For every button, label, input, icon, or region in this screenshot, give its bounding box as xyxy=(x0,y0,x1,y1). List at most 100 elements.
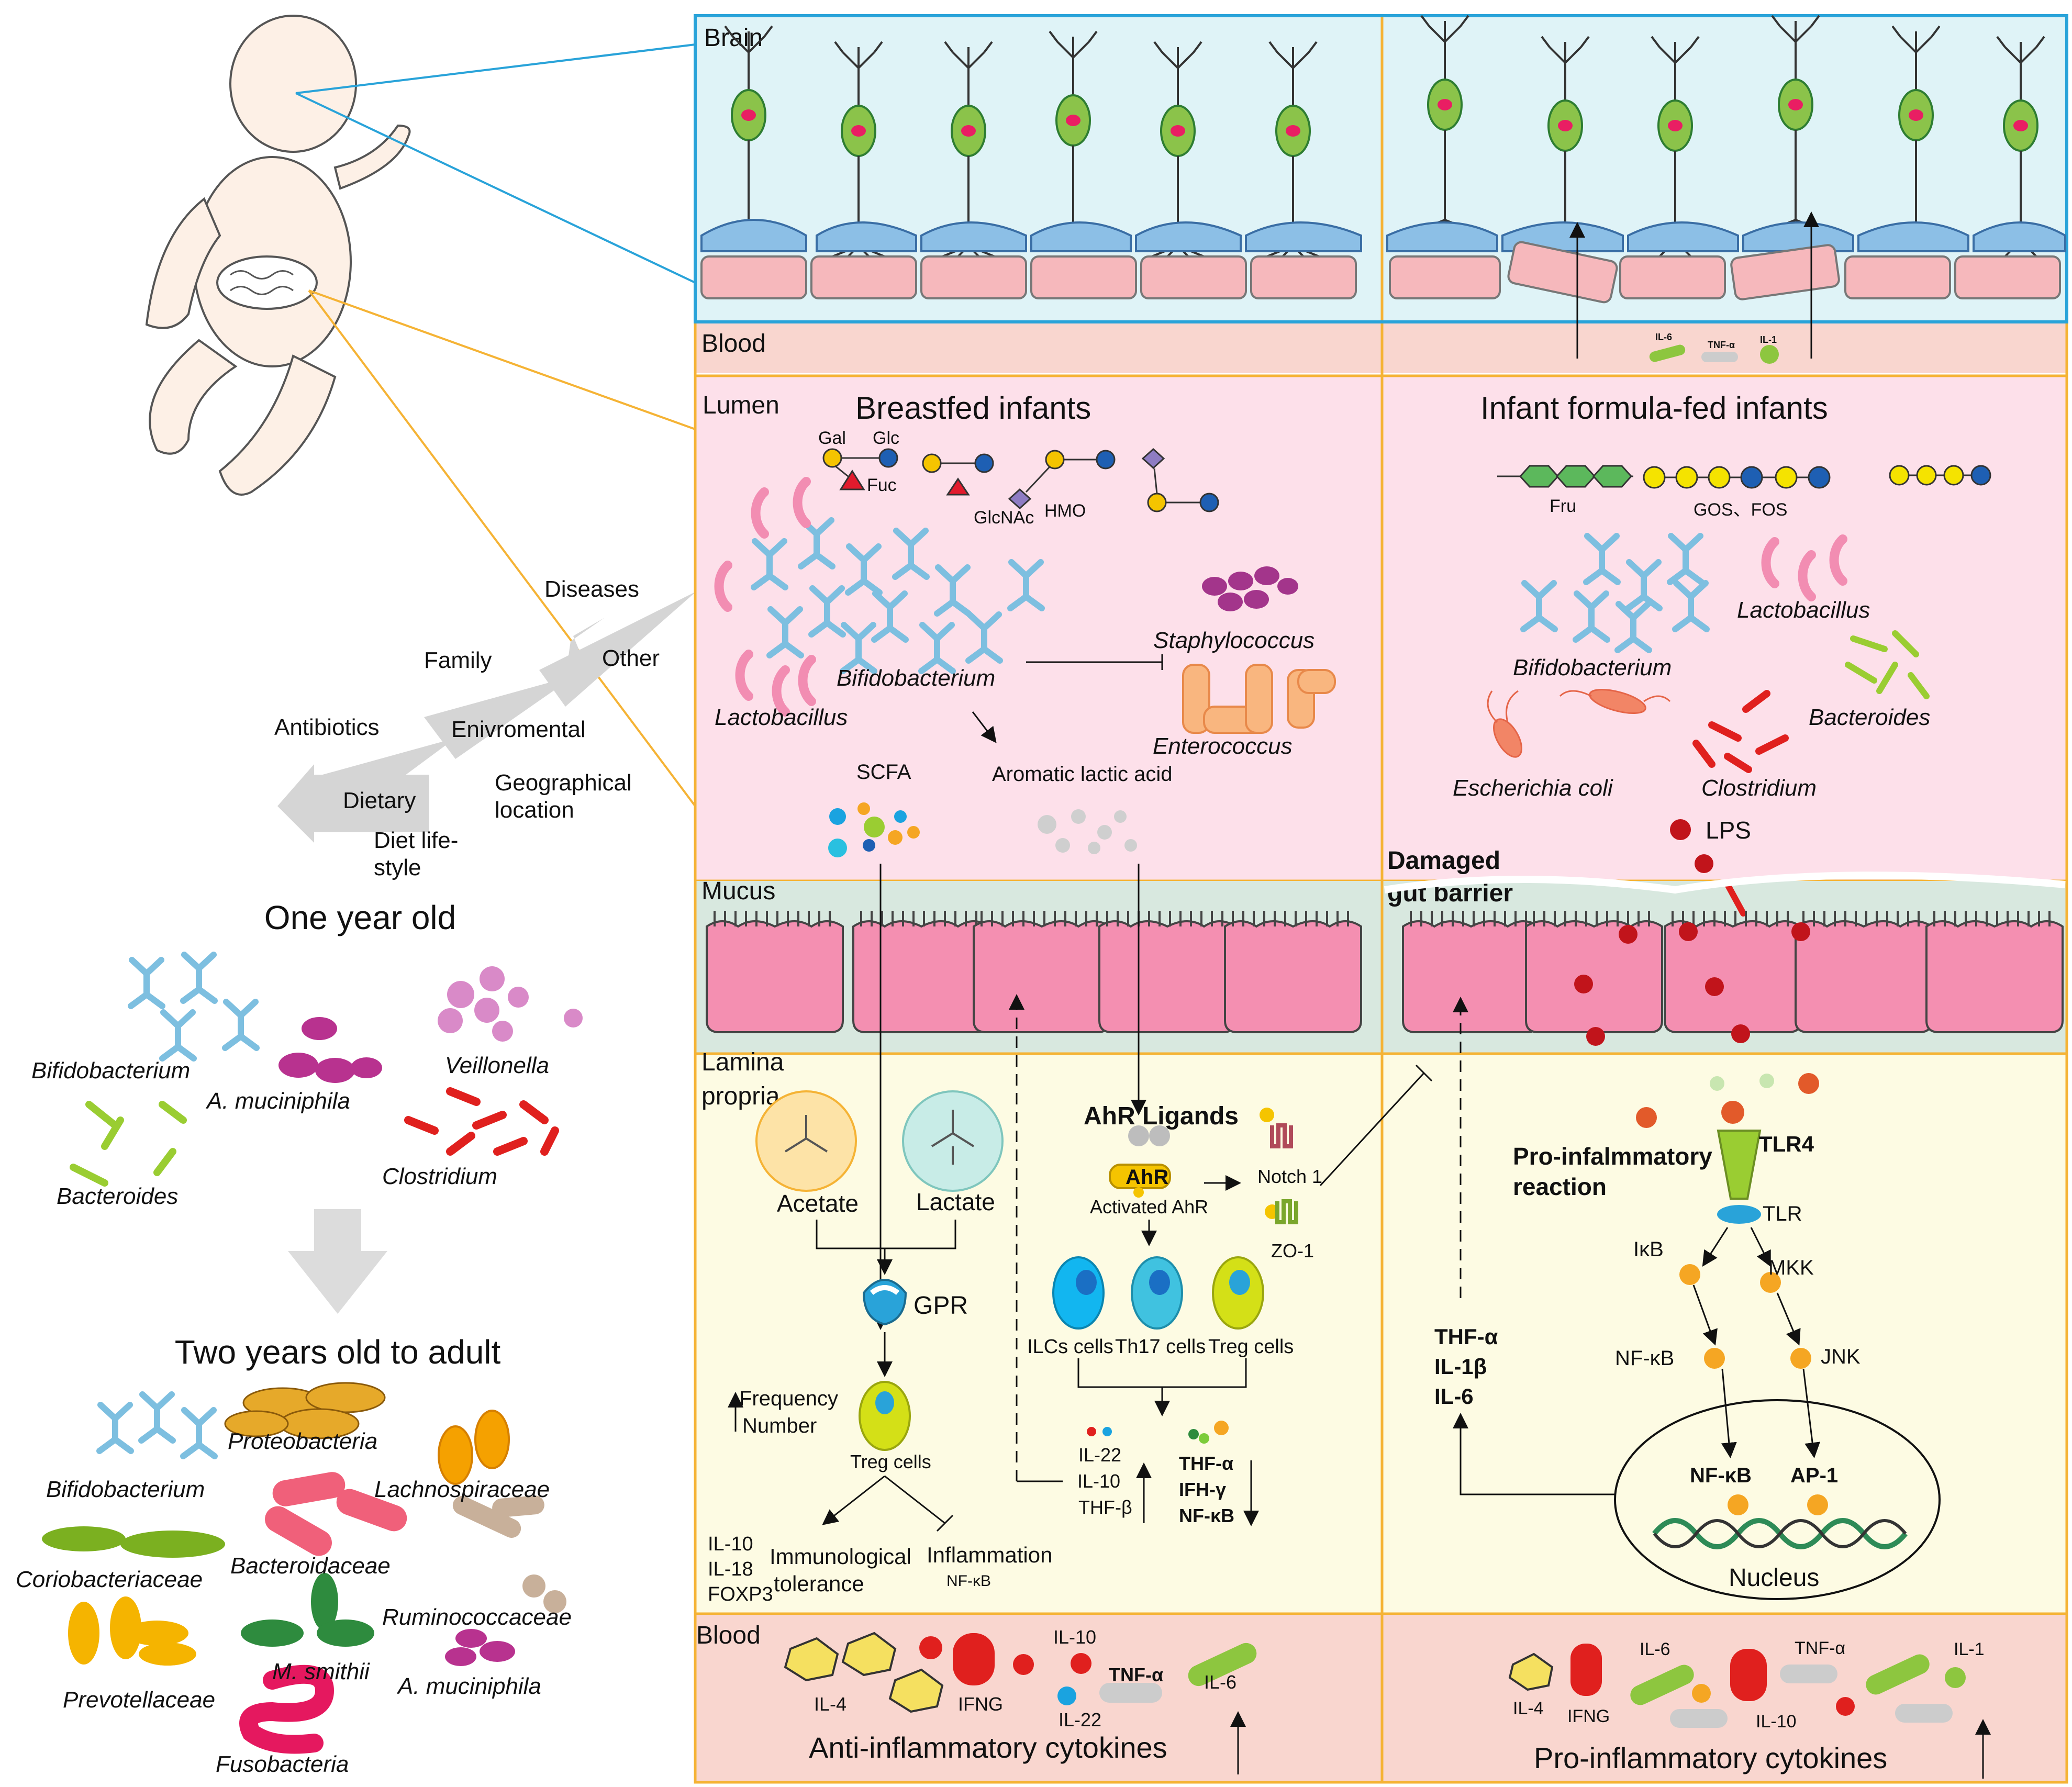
label-entero: Enterococcus xyxy=(1153,733,1293,759)
factor-other: Other xyxy=(602,645,660,671)
label-ap1: AP-1 xyxy=(1790,1464,1838,1487)
lps-dots xyxy=(1670,819,1713,873)
label-il22-lp: IL-22 xyxy=(1078,1444,1121,1466)
lumen-right-clostridium xyxy=(1692,690,1789,773)
title-breastfed: Breastfed infants xyxy=(855,390,1091,426)
label-lumen-bifido: Bifidobacterium xyxy=(837,665,995,691)
label-nucleus: Nucleus xyxy=(1729,1564,1819,1592)
sugar-glcnac: GlcNAc xyxy=(974,508,1034,528)
factor-location: location xyxy=(495,797,574,823)
adult-amuc-label: A. muciniphila xyxy=(396,1673,541,1699)
label-zo1: ZO-1 xyxy=(1271,1240,1314,1261)
adult-msmithii-label: M. smithii xyxy=(272,1659,370,1684)
label-ahr: AhR xyxy=(1126,1166,1168,1189)
blood-left-cytokine-shapes xyxy=(784,1632,1257,1713)
tlr4-ligand-dots xyxy=(1636,1073,1819,1128)
label-right-bactero: Bacteroides xyxy=(1809,705,1930,730)
factor-geographical: Geographical xyxy=(495,770,632,796)
label-blood-top: Blood xyxy=(701,330,766,358)
one-year-bifido-label: Bifidobacterium xyxy=(31,1058,190,1084)
label-thfb: THF-β xyxy=(1078,1496,1132,1518)
label-il10-lp: IL-10 xyxy=(1077,1470,1120,1492)
hmo-sugar-chains xyxy=(822,448,1219,512)
label-ikb: IκB xyxy=(1633,1238,1664,1261)
label-nfkb-right: NF-κB xyxy=(1615,1347,1674,1370)
adult-coriobacteriaceae-icons xyxy=(42,1526,225,1558)
label-mucus: Mucus xyxy=(701,877,775,905)
label-damaged: Damaged xyxy=(1387,847,1500,875)
acetate-structure xyxy=(784,1115,828,1153)
one-year-bacteroides-icons xyxy=(70,1101,187,1187)
label-right-clost: Clostridium xyxy=(1701,775,1817,801)
treg-to-inflammation xyxy=(884,1475,945,1524)
ahr-receptor xyxy=(1109,1164,1171,1198)
label-nfkb-lp: NF-κB xyxy=(1179,1505,1234,1526)
label-scfa: SCFA xyxy=(856,761,911,784)
one-year-bifidobacterium-icons xyxy=(131,955,257,1058)
blood-left-il22: IL-22 xyxy=(1059,1709,1101,1730)
sugar-hmo: HMO xyxy=(1044,501,1086,521)
blood-left-il10: IL-10 xyxy=(1053,1626,1096,1648)
brain-up-arrows xyxy=(1569,211,1819,359)
label-lumen: Lumen xyxy=(703,392,779,419)
label-pro-reaction-1: Pro-infalmmatory xyxy=(1513,1143,1712,1170)
treg-cell-left xyxy=(859,1381,911,1451)
label-lactate: Lactate xyxy=(916,1188,995,1215)
label-il10-left: IL-10 xyxy=(708,1533,753,1555)
adult-amuciniphila-icons xyxy=(445,1629,515,1666)
label-tlr4: TLR4 xyxy=(1759,1132,1814,1156)
label-il18: IL-18 xyxy=(708,1558,753,1580)
label-right-lacto: Lactobacillus xyxy=(1737,597,1870,623)
tlr-to-mkk xyxy=(1750,1227,1771,1267)
ikb-to-nfkb xyxy=(1692,1285,1718,1346)
cytokine-dots-left xyxy=(1087,1421,1229,1444)
down-arrow-age xyxy=(288,1209,387,1314)
label-lamina-1: Lamina xyxy=(701,1048,784,1076)
enterococcus-icons xyxy=(1182,664,1336,734)
staphylococcus-icons xyxy=(1202,566,1298,611)
sugar-glc: Glc xyxy=(873,428,899,448)
label-acetate: Acetate xyxy=(777,1190,859,1217)
label-th17: Th17 cells xyxy=(1115,1336,1206,1358)
title-formula: Infant formula-fed infants xyxy=(1480,390,1828,426)
adult-rumino-label: Ruminococcaceae xyxy=(382,1604,572,1630)
acetate-molecule xyxy=(755,1090,857,1192)
sugar-gal: Gal xyxy=(818,428,846,448)
tlr4-receptor xyxy=(1717,1130,1762,1224)
factor-family: Family xyxy=(424,647,492,673)
zo1-protein xyxy=(1265,1199,1298,1224)
blood-right-cytokine-shapes xyxy=(1508,1644,1966,1728)
blood-right-il4: IL-4 xyxy=(1513,1699,1544,1718)
adult-prevo-label: Prevotellaceae xyxy=(63,1687,215,1713)
label-pro-reaction-2: reaction xyxy=(1513,1173,1607,1200)
nucleus xyxy=(1614,1399,1941,1600)
label-activated-ahr: Activated AhR xyxy=(1090,1196,1208,1218)
dna-helix-2 xyxy=(1653,1519,1907,1548)
sugar-gos-fos: GOS、FOS xyxy=(1694,500,1787,520)
label-ahr-ligands: AhR Ligands xyxy=(1084,1102,1239,1130)
cells-merge xyxy=(1077,1358,1247,1413)
scfa-dots xyxy=(828,802,920,857)
gpr-receptor xyxy=(862,1279,907,1326)
ilc-th17-treg-cells xyxy=(1052,1256,1264,1330)
ahr-ligand-dots xyxy=(1128,1125,1170,1146)
label-lumen-lacto: Lactobacillus xyxy=(715,705,848,730)
label-ilcs: ILCs cells xyxy=(1027,1336,1113,1358)
label-ifhg: IFH-γ xyxy=(1179,1479,1226,1500)
aromatic-dots xyxy=(1038,809,1137,854)
blood-right-tnfa: TNF-α xyxy=(1795,1638,1845,1658)
label-mkk: MKK xyxy=(1768,1256,1814,1279)
brain-endothelial-cells xyxy=(700,241,2061,304)
blood-left-il6: IL-6 xyxy=(1204,1671,1236,1693)
gos-fos-chains xyxy=(1643,465,1991,489)
blood-right-il1: IL-1 xyxy=(1954,1639,1985,1659)
label-treg2: Treg cells xyxy=(1208,1336,1294,1358)
notch1-protein xyxy=(1260,1108,1293,1148)
tlr-to-ikb xyxy=(1702,1227,1729,1267)
factor-antibiotics: Antibiotics xyxy=(274,714,380,740)
mucus-wave-right xyxy=(1384,872,2066,894)
label-inflammation: Inflammation xyxy=(927,1543,1052,1567)
adult-bifidobacterium-icons xyxy=(99,1394,215,1456)
blood-top-cytokines xyxy=(1649,344,1779,364)
